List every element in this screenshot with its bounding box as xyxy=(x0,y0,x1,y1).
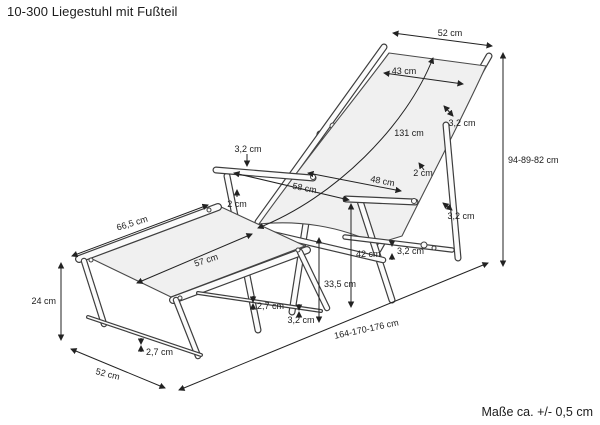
dim-label-seat-height: 33,5 cm xyxy=(324,279,356,289)
wing-nut-left xyxy=(420,241,428,249)
dim-label-footrest-side-length: 66,5 cm xyxy=(115,214,149,233)
footrest-screw-4 xyxy=(295,247,301,253)
dim-line-footrest-width xyxy=(70,348,166,389)
right-armrest-screw xyxy=(411,198,417,204)
dim-label-rear-leg-thickness: 3,2 cm xyxy=(447,211,474,221)
dim-label-fabric-length: 131 cm xyxy=(394,128,424,138)
dim-label-side-stretcher-thickness: 2,7 cm xyxy=(257,301,284,311)
dim-label-total-length: 164-170-176 cm xyxy=(333,317,399,340)
dim-line-fabric-length xyxy=(257,57,435,230)
dim-label-backrest-height: 94-89-82 cm xyxy=(508,155,559,165)
dim-line-rear-leg-thickness xyxy=(442,202,453,211)
dim-label-fabric-edge-right: 2 cm xyxy=(413,168,433,178)
left-armrest-screw xyxy=(310,174,316,180)
dim-line-armrest-span-outer xyxy=(233,171,350,202)
dim-label-rear-stretcher-thickness: 3,2 cm xyxy=(397,246,424,256)
dim-label-fabric-edge-left: 2 cm xyxy=(227,199,247,209)
dim-label-armrest-thickness: 3,2 cm xyxy=(234,144,261,154)
dim-line-footrest-side-length xyxy=(71,203,209,258)
wing-nut-right xyxy=(431,245,437,251)
dim-line-armrest-span-inner xyxy=(307,170,402,194)
footrest-front-left-leg-face xyxy=(81,258,107,327)
chair-rear-right-leg-face xyxy=(443,122,461,261)
dim-label-footrest-width: 52 cm xyxy=(95,366,121,382)
dim-label-fabric-top-width: 43 cm xyxy=(392,66,417,76)
dim-line-top-width xyxy=(392,30,493,49)
right-armrest-face xyxy=(343,196,418,205)
dim-line-total-length xyxy=(178,262,489,391)
dim-label-top-rail-thickness: 3,2 cm xyxy=(448,118,475,128)
dimension-lines xyxy=(57,30,507,391)
dim-label-armrest-height: 42 cm xyxy=(356,249,381,259)
dim-label-footrest-rail-thickness: 2,7 cm xyxy=(146,347,173,357)
dim-label-top-width: 52 cm xyxy=(438,28,463,38)
tolerance-note: Maße ca. +/- 0,5 cm xyxy=(482,405,594,419)
diagram-title: 10-300 Liegestuhl mit Fußteil xyxy=(7,4,178,19)
footrest-screw-1 xyxy=(88,257,94,263)
dim-label-front-leg-thickness: 3,2 cm xyxy=(287,315,314,325)
dim-label-footrest-height: 24 cm xyxy=(31,296,56,306)
footrest-rear-right-leg-face xyxy=(297,249,330,311)
dim-line-top-rail-thickness xyxy=(443,105,454,117)
footrest-screw-3 xyxy=(177,295,183,301)
dim-label-armrest-span-inner: 48 cm xyxy=(370,174,396,188)
dim-line-footrest-fabric-width xyxy=(136,233,253,284)
dim-label-armrest-span-outer: 58 cm xyxy=(292,181,318,195)
pointer-fabric-edge-right xyxy=(418,162,425,171)
footrest-screw-2 xyxy=(206,207,212,213)
